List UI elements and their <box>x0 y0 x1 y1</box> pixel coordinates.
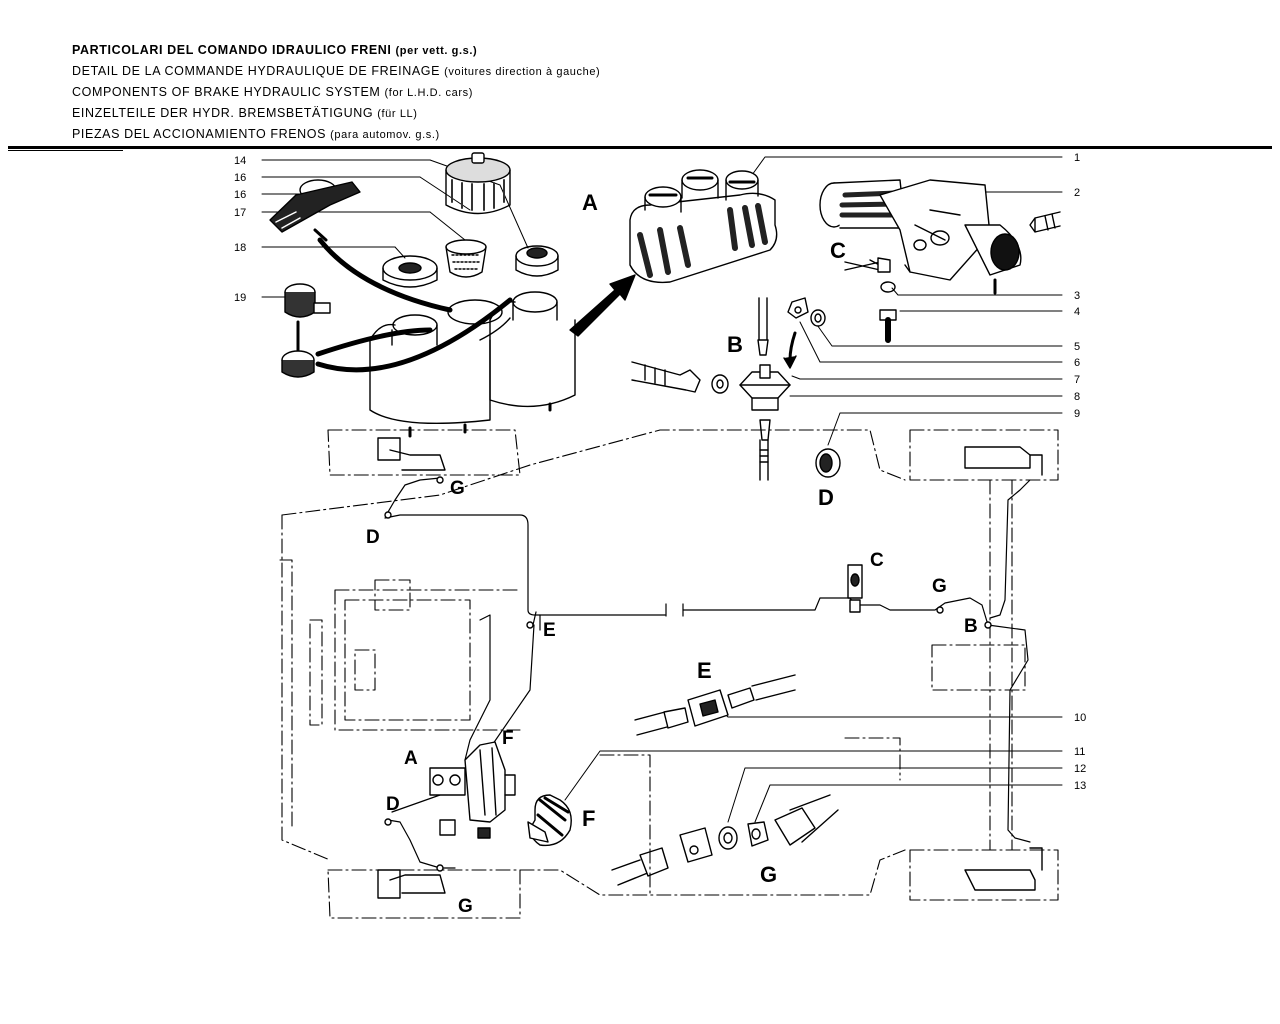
part-number-9: 9 <box>1074 408 1080 420</box>
twin-reservoir-body <box>369 291 576 438</box>
part-number-5: 5 <box>1074 341 1080 353</box>
seal-ring-part-18 <box>382 255 438 288</box>
part-number-4: 4 <box>1074 306 1080 318</box>
detail-letter-G-large: G <box>760 862 777 887</box>
detail-G-component <box>611 794 839 886</box>
rear-calipers <box>964 446 1043 891</box>
header-rule <box>8 146 1272 149</box>
line-letter-G-mid: G <box>932 576 947 597</box>
part-number-7: 7 <box>1074 374 1080 386</box>
reservoir-cap-part-14 <box>445 152 511 215</box>
part-number-18: 18 <box>234 242 246 254</box>
line-letter-F: F <box>502 728 514 749</box>
part-number-16b: 16 <box>234 189 246 201</box>
vehicle-outline <box>279 429 1059 919</box>
title-italian: PARTICOLARI DEL COMANDO IDRAULICO FRENI … <box>72 43 478 57</box>
arrow-to-detail-A <box>569 274 636 337</box>
reservoir-assembly <box>269 152 636 438</box>
part-number-19: 19 <box>234 292 246 304</box>
detail-letter-F-large: F <box>582 806 595 831</box>
detail-letter-E-large: E <box>697 658 712 683</box>
detail-letter-D-large: D <box>818 485 834 510</box>
reservoir-bracket-part-16 <box>269 179 361 242</box>
detail-E-component <box>634 674 796 736</box>
line-letter-E: E <box>543 620 556 641</box>
reservoir-small-cap <box>515 245 559 277</box>
detail-A-component <box>629 169 778 284</box>
detail-letter-B-large: B <box>727 332 743 357</box>
detail-letter-C-large: C <box>830 238 846 263</box>
small-parts-3-4-5-6 <box>783 281 897 369</box>
title-german: EINZELTEILE DER HYDR. BREMSBETÄTIGUNG (f… <box>72 106 418 120</box>
part-number-2: 2 <box>1074 187 1080 199</box>
part-number-3: 3 <box>1074 290 1080 302</box>
part-number-6: 6 <box>1074 357 1080 369</box>
line-markers <box>384 476 992 872</box>
page-header: PARTICOLARI DEL COMANDO IDRAULICO FRENI … <box>72 40 1172 145</box>
title-french: DETAIL DE LA COMMANDE HYDRAULIQUE DE FRE… <box>72 64 601 78</box>
assembly-arrows <box>315 237 513 373</box>
line-letter-C: C <box>870 550 884 571</box>
detail-C-component <box>819 179 1061 295</box>
part-number-8: 8 <box>1074 391 1080 403</box>
line-letter-D-front: D <box>366 527 380 548</box>
title-spanish: PIEZAS DEL ACCIONAMIENTO FRENOS (para au… <box>72 127 440 141</box>
inline-valve-C <box>847 564 863 613</box>
part-number-13: 13 <box>1074 780 1086 792</box>
detail-D-component <box>815 448 841 478</box>
part-number-10: 10 <box>1074 712 1086 724</box>
line-letter-B: B <box>964 616 978 637</box>
title-english: COMPONENTS OF BRAKE HYDRAULIC SYSTEM (fo… <box>72 85 473 99</box>
detail-letters: A C B D E F G G D E C G B A F D G <box>366 190 978 917</box>
line-letter-G-front-left: G <box>450 478 465 499</box>
part-number-labels: 14 16 16 17 18 19 1 2 3 4 5 6 7 8 9 10 1… <box>234 152 1086 792</box>
part-number-12: 12 <box>1074 763 1086 775</box>
detail-F-component <box>527 794 572 847</box>
hose-connector-part-19 <box>281 283 331 378</box>
line-letter-G-front-bottom: G <box>458 896 473 917</box>
detail-letter-A-large: A <box>582 190 598 215</box>
header-rule-secondary <box>8 150 123 151</box>
part-number-1: 1 <box>1074 152 1080 164</box>
filter-part-17 <box>445 239 487 278</box>
detail-B-component <box>631 297 791 481</box>
part-number-17: 17 <box>234 207 246 219</box>
part-number-16a: 16 <box>234 172 246 184</box>
part-number-14: 14 <box>234 155 246 167</box>
master-cylinder-in-car <box>429 741 516 839</box>
part-number-11: 11 <box>1074 746 1085 758</box>
front-calipers <box>377 437 446 899</box>
line-letter-A: A <box>404 748 418 769</box>
line-letter-D-rear: D <box>386 794 400 815</box>
